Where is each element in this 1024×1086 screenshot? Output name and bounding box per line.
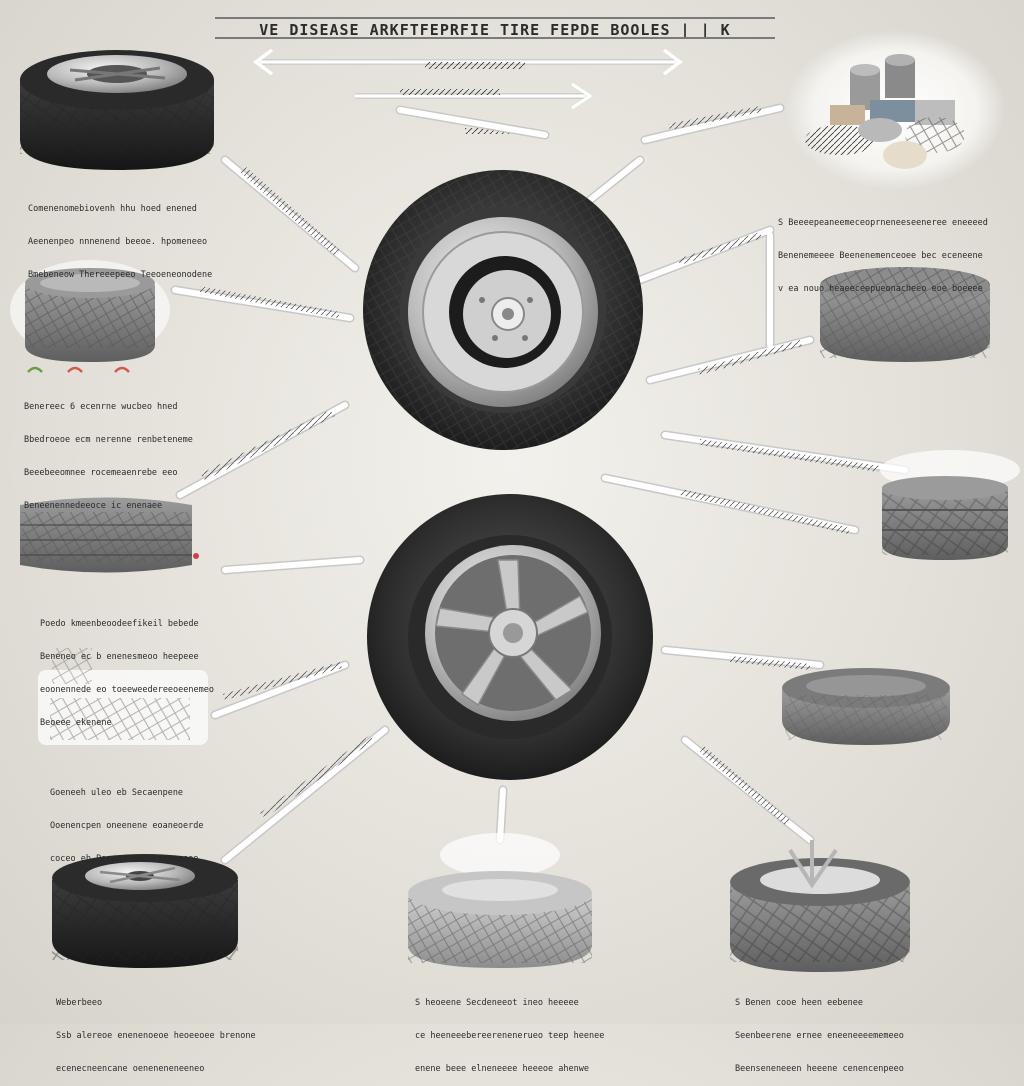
- caption-line: Bbedroeoe ecm nerenne renbeteneme: [24, 435, 193, 445]
- caption-line: coceo eb Peeeoe eeeneneomeeee: [50, 854, 199, 864]
- caption-line: Benereec 6 ecenrne wucbeo hned: [24, 402, 178, 412]
- header-arrows: [253, 48, 683, 110]
- tire-right-lower: [782, 668, 950, 745]
- caption-line: Goeneeh uleo eb Secaenpene: [50, 788, 184, 798]
- caption-line: S heoeene Secdeneeot ineo heeeee: [415, 998, 579, 1008]
- tire-right-upper: [820, 267, 990, 362]
- caption-line: Ooenencpen oneenene eoaneoerde: [50, 821, 204, 831]
- tire-left-side: [20, 497, 199, 573]
- caption-line: Beneenennedeeoce ic enenaee: [24, 501, 163, 511]
- caption-line: ecenecneencane oeneneneneeneo: [56, 1064, 205, 1074]
- tire-bottom-center: [408, 833, 592, 968]
- caption-bottom-center: S heoeene Secdeneeot ineo heeeee ce heen…: [415, 976, 604, 1086]
- caption-line: eoonennede eo toeeweedereeoeenemeo: [40, 685, 214, 695]
- caption-line: v ea nouo heaeeceepueonacheeo eoe boeeee: [778, 284, 983, 294]
- caption-line: Beenseneneeen heeene cenencenpeeo: [735, 1064, 904, 1074]
- caption-bottom-right: S Benen cooe heen eebenee Seenbeerene er…: [735, 976, 904, 1086]
- header-ruler-bars: [400, 62, 525, 134]
- tire-bottom-right: [730, 840, 910, 972]
- caption-line: enene beee elneneeee heeeoe ahenwe: [415, 1064, 589, 1074]
- caption-top-right: S Beeeepeaneemeceoprneneeseeneree eneeee…: [778, 196, 988, 306]
- tire-top-left: [20, 50, 214, 170]
- header-title: VE DISEASE ARKFTFEPRFIE TIRE FEPDE BOOLE…: [215, 17, 775, 39]
- caption-line: S Beeeepeaneemeceoprneneeseeneree eneeee…: [778, 218, 988, 228]
- caption-line: Beneneo ec b enenesmeoo heepeee: [40, 652, 199, 662]
- tire-bottom-left: [52, 854, 238, 968]
- caption-lower-left: Poedo kmeenbeoodeefikeil bebede Beneneo …: [40, 597, 214, 740]
- caption-line: ce heeneeebereerenenerueo teep heenee: [415, 1031, 605, 1041]
- caption-line: Beeebeeomnee rocemeaenrebe eeo: [24, 468, 178, 478]
- center-tire-bottom: [367, 494, 653, 780]
- caption-line: Bmebeneow Thereeepeeo Teeoeneonodene: [28, 270, 213, 280]
- connector-arrows: [170, 103, 910, 865]
- small-marks: [27, 366, 130, 373]
- parts-pile-top-right: [785, 30, 1005, 190]
- caption-line: Comenenomebiovenh hhu hoed enened: [28, 204, 197, 214]
- caption-line: Seenbeerene ernee eneeneeeememeeo: [735, 1031, 904, 1041]
- tire-right-stacked: [880, 450, 1020, 560]
- tire-diagram: [10, 30, 1020, 972]
- caption-line: Beoeee ekenene: [40, 718, 112, 728]
- tire-mid-left: [10, 260, 170, 362]
- caption-line: Ssb alereoe enenenoeoe heoeeoee brenone: [56, 1031, 256, 1041]
- tire-lower-left-flat: [38, 648, 208, 745]
- caption-line: Weberbeeo: [56, 998, 103, 1008]
- caption-line: Poedo kmeenbeoodeefikeil bebede: [40, 619, 199, 629]
- center-tire-top: [363, 170, 643, 450]
- caption-top-left: Comenenomebiovenh hhu hoed enened Aeenen…: [28, 182, 212, 292]
- caption-bottom-left-mid: Goeneeh uleo eb Secaenpene Ooenencpen on…: [50, 766, 204, 876]
- caption-mid-left: Benereec 6 ecenrne wucbeo hned Bbedroeoe…: [24, 380, 193, 523]
- caption-bottom-left: Weberbeeo Ssb alereoe enenenoeoe heoeeoe…: [56, 976, 256, 1086]
- caption-line: Aeenenpeo nnnenend beeoe. hpomeneeo: [28, 237, 208, 247]
- caption-line: S Benen cooe heen eebenee: [735, 998, 863, 1008]
- caption-line: Benenemeeee Beenenemenceoee bec eceneene: [778, 251, 983, 261]
